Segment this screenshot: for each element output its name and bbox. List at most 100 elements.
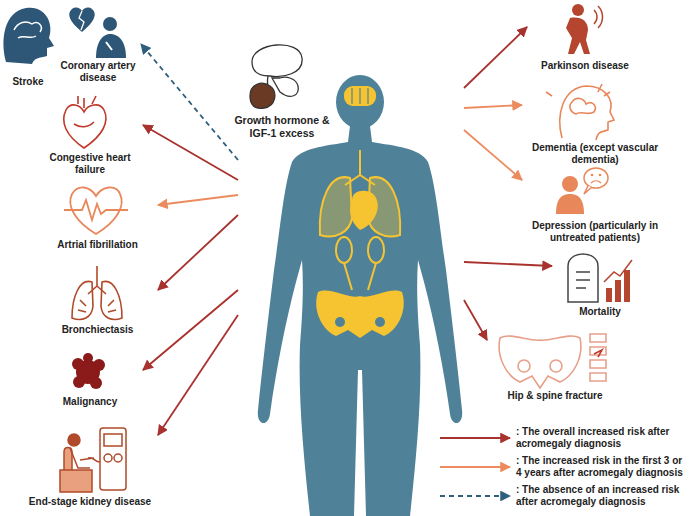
pituitary-icon-part bbox=[272, 77, 298, 96]
outcome-label: Stroke bbox=[2, 76, 54, 88]
pituitary-icon bbox=[250, 45, 302, 109]
outcome-node: Coronary artery disease bbox=[58, 4, 138, 86]
risk-arrow bbox=[464, 27, 527, 88]
legend-row: : The absence of an increased risk after… bbox=[438, 484, 692, 508]
outcome-node: End-stage kidney disease bbox=[25, 420, 155, 510]
coronary-icon-part bbox=[106, 42, 112, 50]
lungs-icon-part bbox=[78, 300, 116, 312]
depression-icon-part bbox=[591, 181, 601, 183]
human-body-part bbox=[258, 126, 462, 516]
fibrillation-icon bbox=[64, 187, 128, 234]
organs-part bbox=[352, 88, 368, 104]
coronary-icon-part bbox=[69, 8, 95, 32]
human-body bbox=[258, 75, 462, 516]
coronary-icon bbox=[69, 8, 126, 58]
lungs-icon bbox=[72, 266, 122, 320]
dialysis-icon-part bbox=[60, 448, 92, 493]
legend-arrow bbox=[440, 437, 510, 439]
cause-label: Growth hormone & IGF-1 excess bbox=[234, 114, 330, 139]
organs-part bbox=[368, 237, 384, 263]
depression-icon-part bbox=[584, 186, 592, 194]
outcome-label: Bronchiectasis bbox=[40, 324, 155, 336]
risk-arrow bbox=[143, 125, 238, 180]
outcome-node: Mortality bbox=[555, 248, 645, 320]
bone-icon-part bbox=[550, 360, 562, 372]
outcome-node: Artrial fibrillation bbox=[40, 185, 155, 253]
organs-part bbox=[344, 263, 376, 290]
heart-failure-icon-part bbox=[74, 96, 96, 127]
malignancy-icon-part bbox=[72, 358, 84, 370]
parkinson-icon-part bbox=[566, 18, 590, 55]
outcome-label: Mortality bbox=[555, 306, 645, 318]
dialysis-icon-part bbox=[88, 458, 100, 462]
human-body-part bbox=[336, 75, 384, 129]
coronary-icon-part bbox=[103, 17, 117, 31]
risk-arrow bbox=[464, 130, 522, 180]
outcome-label: Coronary artery disease bbox=[58, 60, 138, 84]
dialysis-icon-part bbox=[100, 428, 126, 490]
mortality-icon-part bbox=[568, 254, 598, 302]
dialysis-icon-part bbox=[104, 434, 122, 446]
depression-icon-part bbox=[556, 194, 584, 214]
stroke-icon-part bbox=[14, 22, 41, 38]
outcome-label: Malignancy bbox=[40, 396, 140, 408]
legend-text: : The overall increased risk after acrom… bbox=[516, 426, 688, 450]
bone-icon-part bbox=[590, 334, 606, 381]
bone-icon-part bbox=[518, 360, 530, 372]
depression-icon-part bbox=[562, 176, 578, 192]
dialysis-icon-part bbox=[104, 454, 112, 462]
risk-arrow bbox=[464, 300, 487, 340]
legend-line-sample bbox=[438, 489, 516, 503]
risk-arrow bbox=[464, 105, 522, 108]
risk-arrow bbox=[141, 44, 238, 160]
malignancy-icon-part bbox=[83, 353, 93, 363]
pituitary-icon-part bbox=[250, 83, 275, 108]
pituitary-icon-part bbox=[252, 45, 302, 77]
risk-arrow bbox=[158, 195, 238, 205]
organs-part bbox=[336, 237, 352, 263]
organs-part bbox=[320, 177, 352, 236]
bone-icon bbox=[499, 334, 606, 388]
bone-icon-part bbox=[499, 336, 581, 388]
depression-icon bbox=[556, 168, 608, 214]
organs-part bbox=[316, 290, 404, 338]
lungs-icon-part bbox=[72, 281, 93, 319]
outcome-label: Parkinson disease bbox=[530, 60, 640, 72]
depression-icon-part bbox=[584, 168, 608, 188]
dementia-icon-part bbox=[570, 98, 595, 114]
organs-part bbox=[335, 317, 345, 327]
dialysis-icon-part bbox=[68, 434, 80, 446]
stroke-icon-part bbox=[3, 8, 54, 64]
parkinson-icon-part bbox=[594, 6, 603, 28]
outcome-label: Hip & spine fracture bbox=[490, 390, 620, 402]
stroke-icon bbox=[3, 8, 54, 64]
parkinson-icon-part bbox=[572, 4, 584, 16]
legend-row: : The increased risk in the first 3 or 4… bbox=[438, 455, 692, 479]
legend-text: : The increased risk in the first 3 or 4… bbox=[516, 455, 688, 479]
outcome-node: Dementia (except vascular dementia) bbox=[525, 80, 665, 168]
outcome-node: Malignancy bbox=[40, 352, 140, 410]
mortality-icon-part bbox=[615, 280, 621, 302]
organs-part bbox=[350, 191, 378, 230]
malignancy-icon-part bbox=[73, 376, 85, 388]
mortality-icon-part bbox=[576, 272, 590, 288]
mortality-icon-part bbox=[604, 260, 632, 282]
depression-icon-part bbox=[599, 174, 602, 177]
organs-part bbox=[344, 86, 376, 106]
heart-failure-icon bbox=[64, 96, 106, 148]
outcome-node: Bronchiectasis bbox=[40, 262, 155, 338]
mortality-icon-part bbox=[624, 270, 630, 302]
legend-line-sample bbox=[438, 431, 516, 445]
legend-line-sample bbox=[438, 460, 516, 474]
lungs-icon-part bbox=[88, 266, 106, 294]
outcome-label: Artrial fibrillation bbox=[40, 239, 155, 251]
malignancy-icon-part bbox=[90, 377, 102, 389]
parkinson-icon bbox=[566, 4, 603, 54]
dialysis-icon bbox=[60, 428, 126, 492]
legend-arrow bbox=[440, 466, 510, 468]
legend-row: : The overall increased risk after acrom… bbox=[438, 426, 692, 450]
dementia-icon-part bbox=[546, 84, 610, 96]
outcome-node: Stroke bbox=[2, 4, 54, 90]
outcome-label: Dementia (except vascular dementia) bbox=[525, 142, 665, 166]
legend-text: : The absence of an increased risk after… bbox=[516, 484, 688, 508]
